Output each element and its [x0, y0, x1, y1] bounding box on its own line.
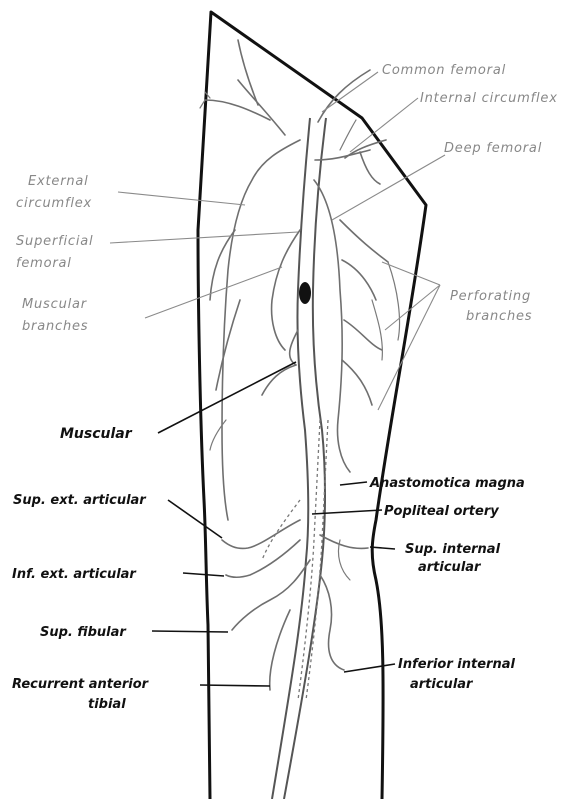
label-sup-internal-articular-line2: articular [418, 560, 482, 575]
leg-outline [198, 12, 426, 799]
label-popliteal-artery: Popliteal ortery [384, 504, 499, 519]
label-internal-circumflex: Internal circumflex [420, 91, 558, 106]
label-muscular-branches-line1: Muscular [22, 297, 88, 312]
vessel-lumen-dot [299, 282, 311, 304]
label-inferior-internal-articular-line1: Inferior internal [398, 657, 515, 672]
label-sup-internal-articular-line1: Sup. internal [405, 542, 501, 557]
label-anastomotica-magna: Anastomotica magna [369, 476, 525, 491]
label-superficial-femoral-line2: femoral [16, 256, 72, 271]
main-artery-trunk [272, 70, 370, 799]
label-perforating-branches-line1: Perforating [450, 289, 531, 304]
label-external-circumflex-line2: circumflex [16, 196, 92, 211]
label-common-femoral: Common femoral [382, 63, 506, 78]
label-external-circumflex-line1: External [28, 174, 89, 189]
label-sup-ext-articular: Sup. ext. articular [13, 493, 147, 508]
label-perforating-branches-line2: branches [466, 309, 532, 324]
label-inf-ext-articular: Inf. ext. articular [12, 567, 137, 582]
label-deep-femoral: Deep femoral [444, 141, 542, 156]
label-superficial-femoral-line1: Superficial [16, 234, 93, 249]
label-recurrent-anterior-tibial-line2: tibial [88, 697, 126, 712]
label-muscular-branches-line2: branches [22, 319, 88, 334]
label-muscular: Muscular [60, 426, 133, 442]
label-inferior-internal-articular-line2: articular [410, 677, 474, 692]
label-sup-fibular: Sup. fibular [40, 625, 127, 640]
knee-branches [222, 520, 368, 690]
external-circumflex-branches [200, 40, 300, 520]
deep-femoral-branches [314, 180, 400, 472]
label-recurrent-anterior-tibial-line1: Recurrent anterior [12, 677, 150, 692]
